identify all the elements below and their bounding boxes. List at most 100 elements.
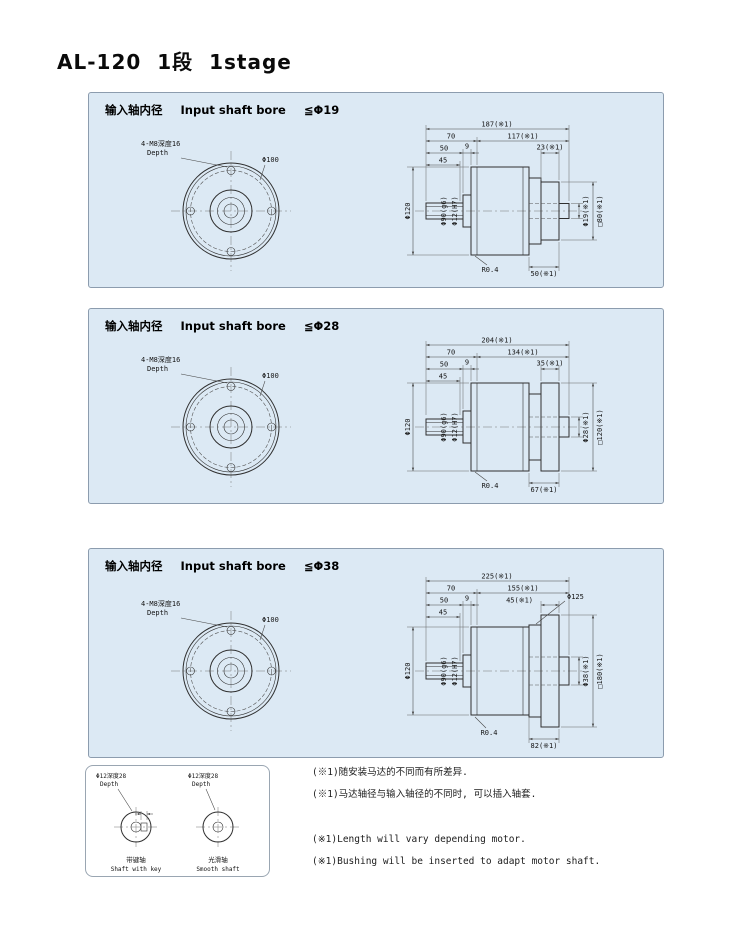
dim-fillet: R0.4 (481, 729, 498, 737)
dim-flange-dia: Φ125 (567, 593, 584, 601)
dim-overall: 187(※1) (481, 121, 512, 129)
shaft-types-panel: Φ12深度28 Depth 带键轴 Shaft with key Φ12深度28… (85, 765, 270, 877)
flange-outline (182, 378, 280, 476)
dim-bore-depth: 50 (440, 597, 448, 605)
dim-hub-length: 45 (439, 373, 447, 381)
dimension-labels: 187(※1) 70 117(※1) 50 9 45 23(※1) Φ120 Φ… (404, 121, 604, 279)
hub-circle (217, 657, 245, 685)
dim-seg-right: 134(※1) (507, 349, 538, 357)
shaft-outline (120, 811, 152, 843)
dim-pilot-dia: Φ90(g6) (440, 196, 448, 226)
shaft-bore (212, 821, 224, 833)
bore-circle (223, 419, 239, 435)
bolt-holes (186, 166, 276, 256)
bore-circle (223, 203, 239, 219)
front-view: 4-M8深度16 Depth Φ100 (141, 599, 291, 731)
panel-header: 输入轴内径 Input shaft bore ≦Φ28 (105, 318, 339, 334)
keyway (140, 822, 148, 832)
front-view: 4-M8深度16 Depth Φ100 (141, 355, 291, 487)
left-bore-label: Φ12深度28 (96, 772, 126, 780)
side-view (415, 382, 583, 472)
flange-inner-ring (185, 165, 277, 257)
dim-adapter-thickness: 45(※1) (506, 597, 533, 605)
dim-seg-left: 70 (447, 349, 455, 357)
panel-header: 输入轴内径 Input shaft bore ≦Φ38 (105, 558, 339, 574)
dimension-lines (411, 127, 595, 269)
hub-circle (217, 413, 245, 441)
leader-bolt-note (180, 373, 228, 384)
center-lines (171, 367, 291, 487)
front-view: 4-M8深度16 Depth Φ100 (141, 139, 291, 271)
dim-body-dia: Φ120 (404, 203, 412, 220)
flange-outline (182, 162, 280, 260)
dimension-extensions (407, 125, 597, 271)
note-line-2: (※1)马达轴径与输入轴径的不同时, 可以插入轴套. (312, 789, 537, 800)
panel-header-cn: 输入轴内径 (105, 103, 163, 117)
panel-bore-38: 输入轴内径 Input shaft bore ≦Φ38 (88, 548, 664, 758)
front-bolt-circle: Φ100 (262, 156, 279, 164)
dim-motor-bore: Φ19(※1) (582, 195, 590, 226)
dim-body-dia: Φ120 (404, 419, 412, 436)
panel-header-en: Input shaft bore (180, 103, 286, 117)
bolt-circle (190, 386, 272, 468)
dim-seg-right: 155(※1) (507, 585, 538, 593)
leader-bolt-note (180, 617, 228, 628)
center-lines (171, 611, 291, 731)
panel-header-bore: ≦Φ38 (303, 559, 340, 573)
dimension-labels: 225(※1) 70 155(※1) 50 9 45 45(※1) Φ125 Φ… (404, 573, 604, 751)
panel-header-en: Input shaft bore (180, 559, 286, 573)
flange-outline (182, 622, 280, 720)
front-bolt-note: 4-M8深度16 (141, 599, 180, 608)
front-bolt-circle: Φ100 (262, 616, 279, 624)
panel-header-cn: 输入轴内径 (105, 559, 163, 573)
panel-header-cn: 输入轴内径 (105, 319, 163, 333)
smooth-shaft-view: Φ12深度28 Depth 光滑轴 Smooth shaft (188, 772, 240, 873)
dim-fillet: R0.4 (482, 482, 499, 490)
drawing-bore-28: 4-M8深度16 Depth Φ100 (141, 337, 604, 495)
bolt-holes (186, 382, 276, 472)
dim-fillet: R0.4 (482, 266, 499, 274)
shaft-outline (202, 811, 234, 843)
right-caption-en: Smooth shaft (196, 866, 240, 873)
dim-hub-length: 45 (439, 157, 447, 165)
leader-bolt-circle (259, 380, 266, 397)
left-depth-label: Depth (100, 781, 118, 788)
pilot-circle (209, 189, 253, 233)
bore-circle (223, 663, 239, 679)
panel-header-en: Input shaft bore (180, 319, 286, 333)
dim-bore-dia: Φ12(H7) (451, 412, 459, 442)
motor-shaft-stub (558, 416, 570, 438)
center-lines (171, 151, 291, 271)
pilot-circle (209, 649, 253, 693)
dim-pilot-length: 67(※1) (531, 486, 558, 494)
dim-seg-left: 70 (447, 585, 455, 593)
dim-pilot-dia: Φ90(g6) (440, 656, 448, 686)
drawing-bore-19: 4-M8深度16 Depth Φ100 (141, 121, 604, 279)
leader-bolt-circle (259, 624, 266, 641)
dim-bore-dia: Φ12(H7) (451, 196, 459, 226)
dim-hub-length: 45 (439, 609, 447, 617)
dim-bore-dia: Φ12(H7) (451, 656, 459, 686)
panel-header-bore: ≦Φ28 (303, 319, 340, 333)
shaft-with-key-view: Φ12深度28 Depth 带键轴 Shaft with key (96, 772, 162, 873)
flange-inner-ring (185, 381, 277, 473)
right-caption-cn: 光滑轴 (208, 855, 228, 864)
dim-pilot-dia: Φ90(g6) (440, 412, 448, 442)
dim-overall: 225(※1) (481, 573, 512, 581)
dim-adapter-thickness: 35(※1) (537, 360, 564, 368)
dim-seg-left: 70 (447, 133, 455, 141)
bolt-circle (190, 170, 272, 252)
dim-lip: 9 (465, 359, 469, 367)
leader-bolt-note (180, 157, 228, 168)
dim-motor-bore: Φ28(※1) (582, 411, 590, 442)
drawing-bore-38: 4-M8深度16 Depth Φ100 (141, 573, 604, 751)
dim-adapter-thickness: 23(※1) (537, 144, 564, 152)
motor-shaft-stub (558, 203, 570, 219)
bolt-holes (186, 626, 276, 716)
left-caption-en: Shaft with key (111, 866, 162, 873)
note-line-1: (※1)随安装马达的不同而有所差异. (312, 767, 468, 778)
side-view (415, 614, 583, 728)
bolt-circle (190, 630, 272, 712)
pilot-circle (209, 405, 253, 449)
dim-bore-depth: 50 (440, 145, 448, 153)
